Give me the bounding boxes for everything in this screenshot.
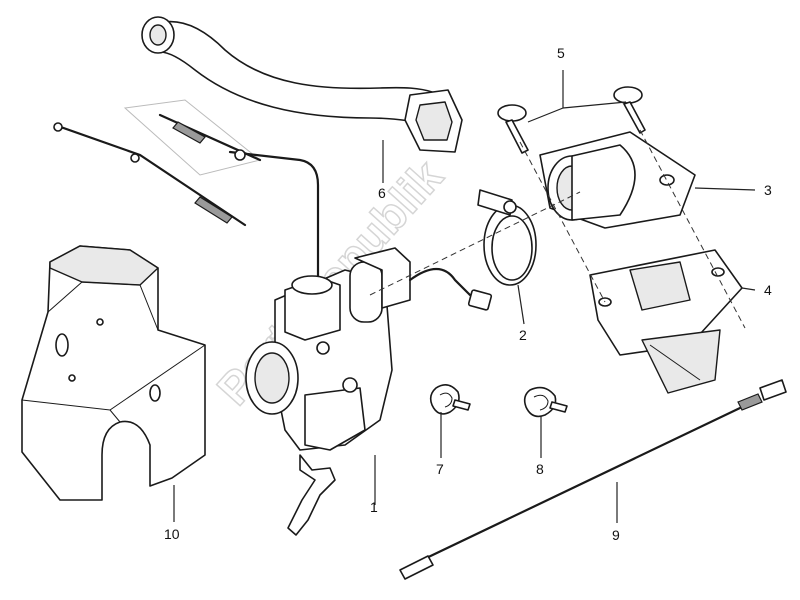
callout-10: 10: [164, 526, 180, 542]
callout-9: 9: [612, 527, 620, 543]
callout-1: 1: [370, 499, 378, 515]
callout-7: 7: [436, 461, 444, 477]
part-8-spring-clip[interactable]: [523, 386, 568, 418]
assembly-axis-lines: [369, 129, 746, 329]
part-1-carburetor[interactable]: [245, 247, 493, 536]
part-9-cable[interactable]: [399, 379, 787, 580]
part-4-reed-valve[interactable]: [589, 249, 743, 394]
callout-3: 3: [764, 182, 772, 198]
callout-2: 2: [519, 327, 527, 343]
part-3-intake-manifold[interactable]: [539, 131, 696, 229]
callout-8: 8: [536, 461, 544, 477]
callout-labels: 1 2 3 4 5 6 7 8 9 10: [164, 45, 772, 543]
part-7-spring-clip[interactable]: [429, 384, 471, 415]
callout-6: 6: [378, 185, 386, 201]
callout-5: 5: [557, 45, 565, 61]
callout-4: 4: [764, 282, 772, 298]
part-2-hose-clamp[interactable]: [477, 189, 537, 286]
part-6-intake-hose[interactable]: [141, 16, 463, 153]
part-10-cover[interactable]: [21, 245, 206, 501]
throttle-cable-assembly[interactable]: [53, 99, 320, 282]
leader-lines: [173, 70, 756, 523]
part-5-screws[interactable]: [497, 86, 646, 154]
